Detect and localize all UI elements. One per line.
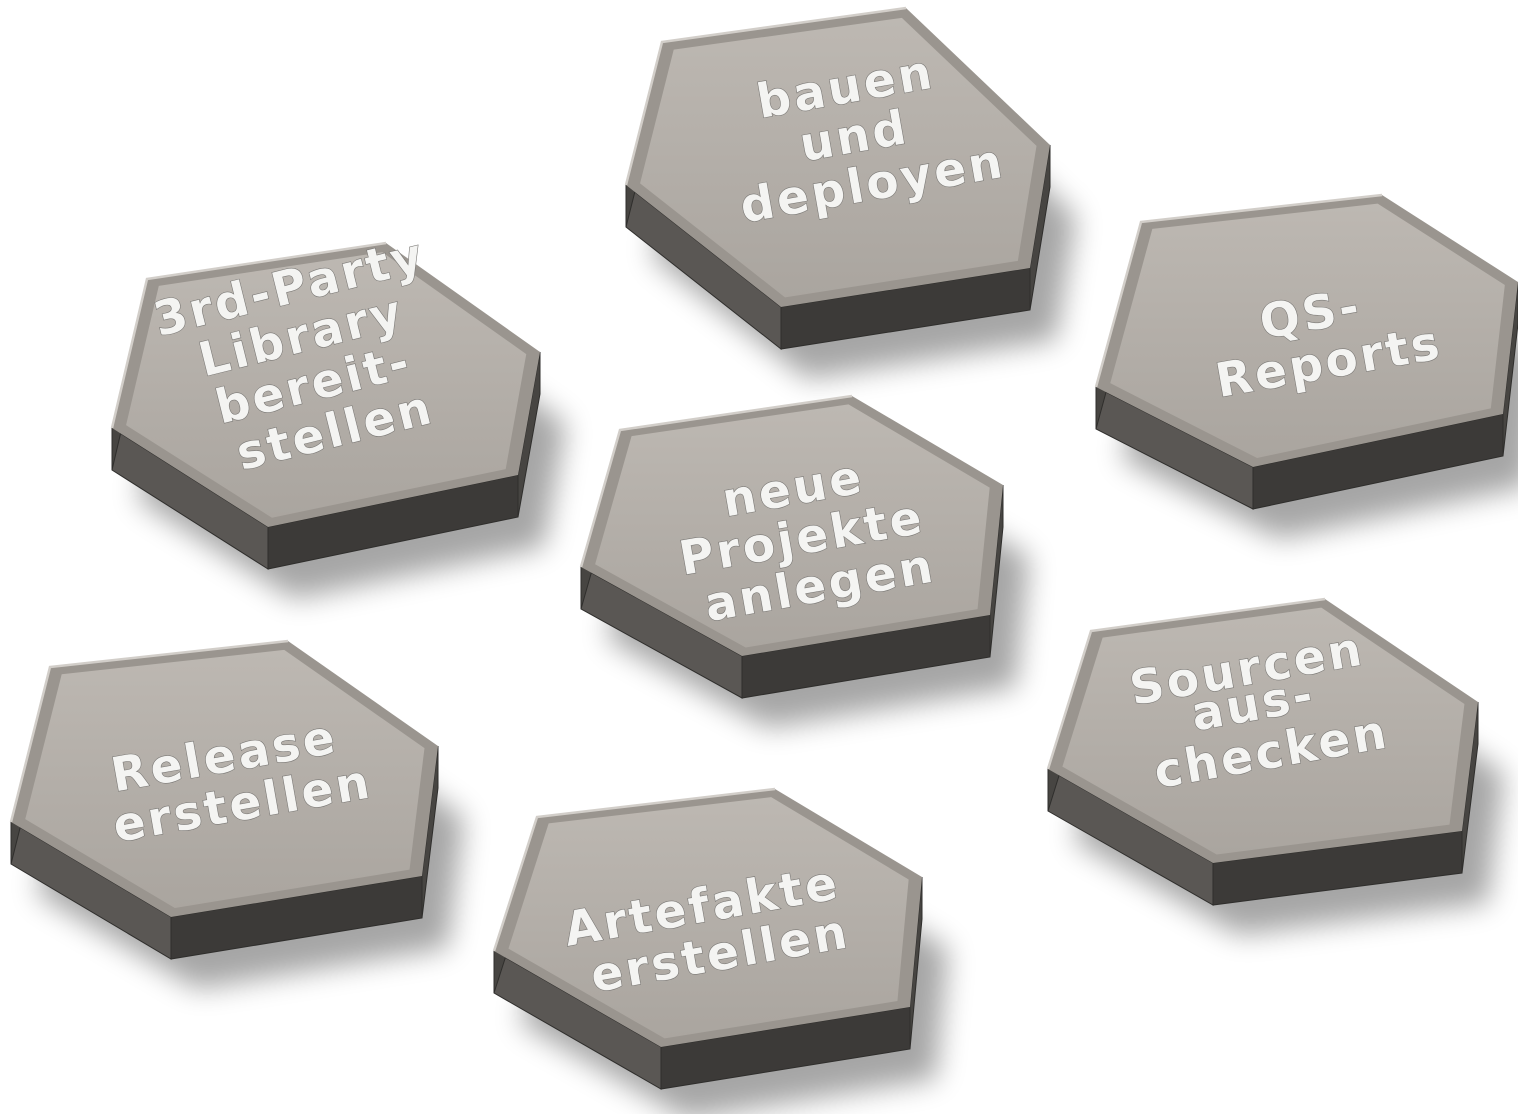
tile-face: [1062, 607, 1465, 855]
tile-artefakte-erstellen: Artefakte erstellen: [492, 787, 948, 1114]
tile-sourcen-auschecken: Sourcen aus- checken: [1046, 597, 1504, 935]
tile-face: [126, 252, 527, 518]
tile-highlight: [492, 787, 776, 952]
tile-highlight: [110, 241, 387, 429]
tile-highlight: [624, 6, 907, 186]
tile-face: [640, 17, 1037, 298]
tile-label: 3rd-Party Library bereit- stellen: [148, 223, 485, 494]
tile-face: [1110, 203, 1505, 458]
tile-highlight: [1094, 193, 1383, 388]
tile-release-erstellen: Release erstellen: [9, 639, 464, 989]
tile-face: [595, 404, 990, 648]
tile-side-wall: [517, 351, 541, 518]
tile-highlight: [1046, 597, 1326, 770]
tile-face: [25, 649, 425, 908]
tile-face: [508, 797, 909, 1039]
tile-3rd-party-library-bereitstellen: 3rd-Party Library bereit- stellen: [110, 223, 566, 599]
tile-bauen-und-deployen: bauen und deployen: [624, 6, 1076, 379]
tile-qs-reports: QS- Reports: [1094, 193, 1518, 539]
tile-side-wall: [989, 484, 1004, 658]
tile-highlight: [9, 639, 289, 823]
tile-label: Artefakte erstellen: [560, 852, 872, 1007]
tile-neue-projekte-anlegen: neue Projekte anlegen: [579, 394, 1029, 728]
tile-side-wall: [1029, 144, 1051, 311]
tile-highlight: [579, 394, 853, 568]
